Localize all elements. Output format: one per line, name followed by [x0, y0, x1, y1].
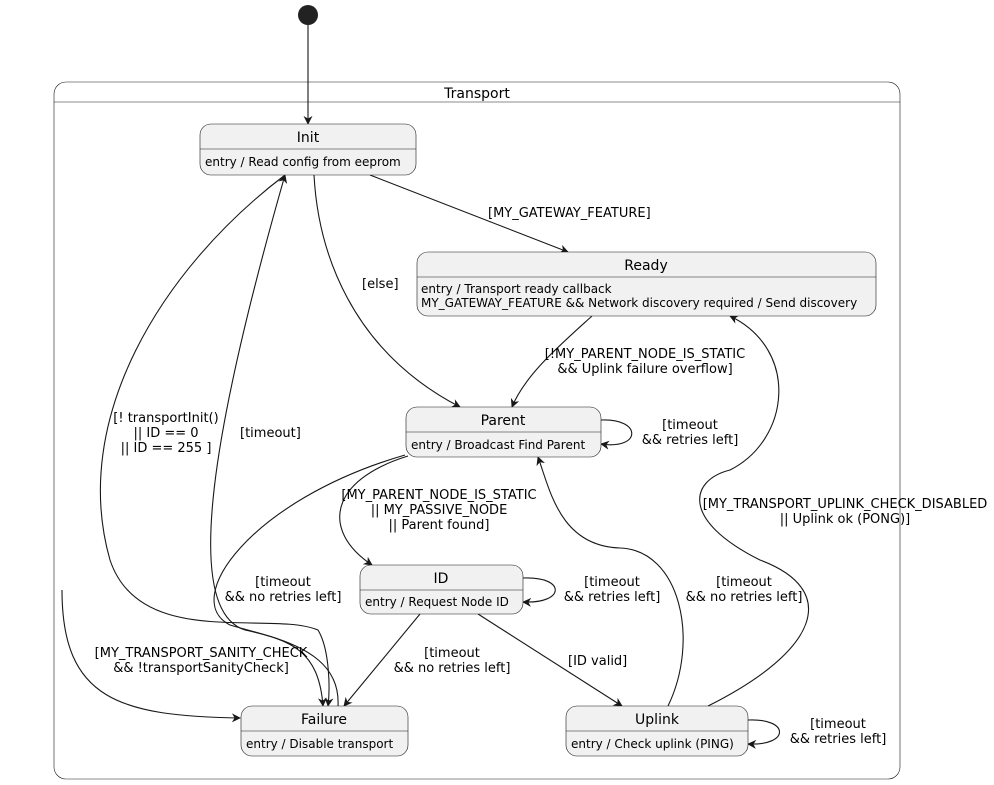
- state-uplink-action: entry / Check uplink (PING): [571, 737, 734, 751]
- state-id-name: ID: [434, 571, 449, 587]
- label-uplink-parent-1: [timeout: [716, 575, 772, 590]
- edge-parent-failure: [213, 454, 406, 707]
- state-uplink-name: Uplink: [635, 712, 680, 728]
- label-parent-failure-2: && no retries left]: [225, 590, 342, 605]
- edge-uplink-parent: [536, 456, 684, 707]
- transition-labels: [MY_GATEWAY_FEATURE] [else] [! transport…: [95, 206, 988, 747]
- label-parent-id-1: [MY_PARENT_NODE_IS_STATIC: [341, 488, 536, 503]
- state-ready[interactable]: Ready entry / Transport ready callback M…: [416, 251, 877, 317]
- edge-uplink-ready: [699, 315, 810, 707]
- label-init-failure-1: [! transportInit(): [113, 411, 218, 426]
- label-id-failure-2: && no retries left]: [394, 661, 511, 676]
- edge-failure-init: [210, 174, 339, 707]
- state-failure-name: Failure: [301, 712, 347, 728]
- edge-id-uplink: [477, 613, 623, 707]
- edge-init-failure: [99, 174, 334, 707]
- state-uplink[interactable]: Uplink entry / Check uplink (PING): [565, 705, 749, 757]
- edge-init-ready: [369, 174, 569, 254]
- label-ready-parent-2: && Uplink failure overflow]: [557, 362, 732, 377]
- edge-uplink-self: [747, 719, 780, 749]
- label-uplink-self-2: && retries left]: [790, 732, 887, 747]
- state-init[interactable]: Init entry / Read config from eeprom: [199, 123, 417, 176]
- label-uplink-self-1: [timeout: [810, 717, 866, 732]
- state-id-action: entry / Request Node ID: [365, 595, 509, 609]
- label-uplink-ready-2: || Uplink ok (PONG)]: [780, 512, 910, 527]
- edge-init-parent: [313, 174, 461, 408]
- state-ready-action-2: MY_GATEWAY_FEATURE && Network discovery …: [421, 296, 857, 310]
- label-id-self-1: [timeout: [584, 575, 640, 590]
- state-id[interactable]: ID entry / Request Node ID: [359, 564, 524, 615]
- transport-container: Transport: [53, 81, 901, 780]
- label-init-failure-2: || ID == 0: [133, 426, 198, 441]
- container-title: Transport: [443, 86, 510, 102]
- edge-id-failure: [343, 613, 421, 707]
- label-init-ready: [MY_GATEWAY_FEATURE]: [488, 206, 651, 221]
- label-sanity-failure-2: && !transportSanityCheck]: [113, 661, 289, 676]
- label-parent-id-3: || Parent found]: [389, 518, 490, 533]
- initial-state: [298, 5, 318, 25]
- state-parent-action: entry / Broadcast Find Parent: [411, 438, 585, 452]
- state-ready-action-1: entry / Transport ready callback: [421, 282, 612, 296]
- label-id-failure-1: [timeout: [424, 646, 480, 661]
- label-init-failure-3: || ID == 255 ]: [121, 441, 212, 456]
- label-failure-init: [timeout]: [240, 426, 301, 441]
- state-parent-name: Parent: [481, 413, 526, 429]
- label-ready-parent-1: [!MY_PARENT_NODE_IS_STATIC: [545, 347, 745, 362]
- state-parent[interactable]: Parent entry / Broadcast Find Parent: [405, 406, 602, 458]
- state-failure[interactable]: Failure entry / Disable transport: [240, 705, 409, 757]
- edge-id-self: [522, 577, 556, 607]
- label-parent-self-2: && retries left]: [642, 433, 739, 448]
- label-uplink-parent-2: && no retries left]: [686, 590, 803, 605]
- label-id-uplink: [ID valid]: [568, 654, 627, 669]
- transitions: [61, 25, 810, 749]
- label-uplink-ready-1: [MY_TRANSPORT_UPLINK_CHECK_DISABLED: [703, 497, 988, 512]
- state-ready-name: Ready: [624, 258, 667, 274]
- label-sanity-failure-1: [MY_TRANSPORT_SANITY_CHECK: [95, 646, 308, 661]
- label-parent-self-1: [timeout: [662, 418, 718, 433]
- state-failure-action: entry / Disable transport: [246, 737, 393, 751]
- label-init-parent: [else]: [362, 277, 399, 292]
- edge-parent-self: [600, 419, 633, 450]
- edge-sanity-failure: [61, 589, 241, 723]
- label-id-self-2: && retries left]: [564, 590, 661, 605]
- state-init-action: entry / Read config from eeprom: [205, 155, 401, 169]
- label-parent-failure-1: [timeout: [255, 575, 311, 590]
- label-parent-id-2: || MY_PASSIVE_NODE: [371, 503, 508, 518]
- edge-parent-id: [339, 455, 409, 566]
- edge-ready-parent: [510, 315, 593, 408]
- state-init-name: Init: [297, 130, 320, 146]
